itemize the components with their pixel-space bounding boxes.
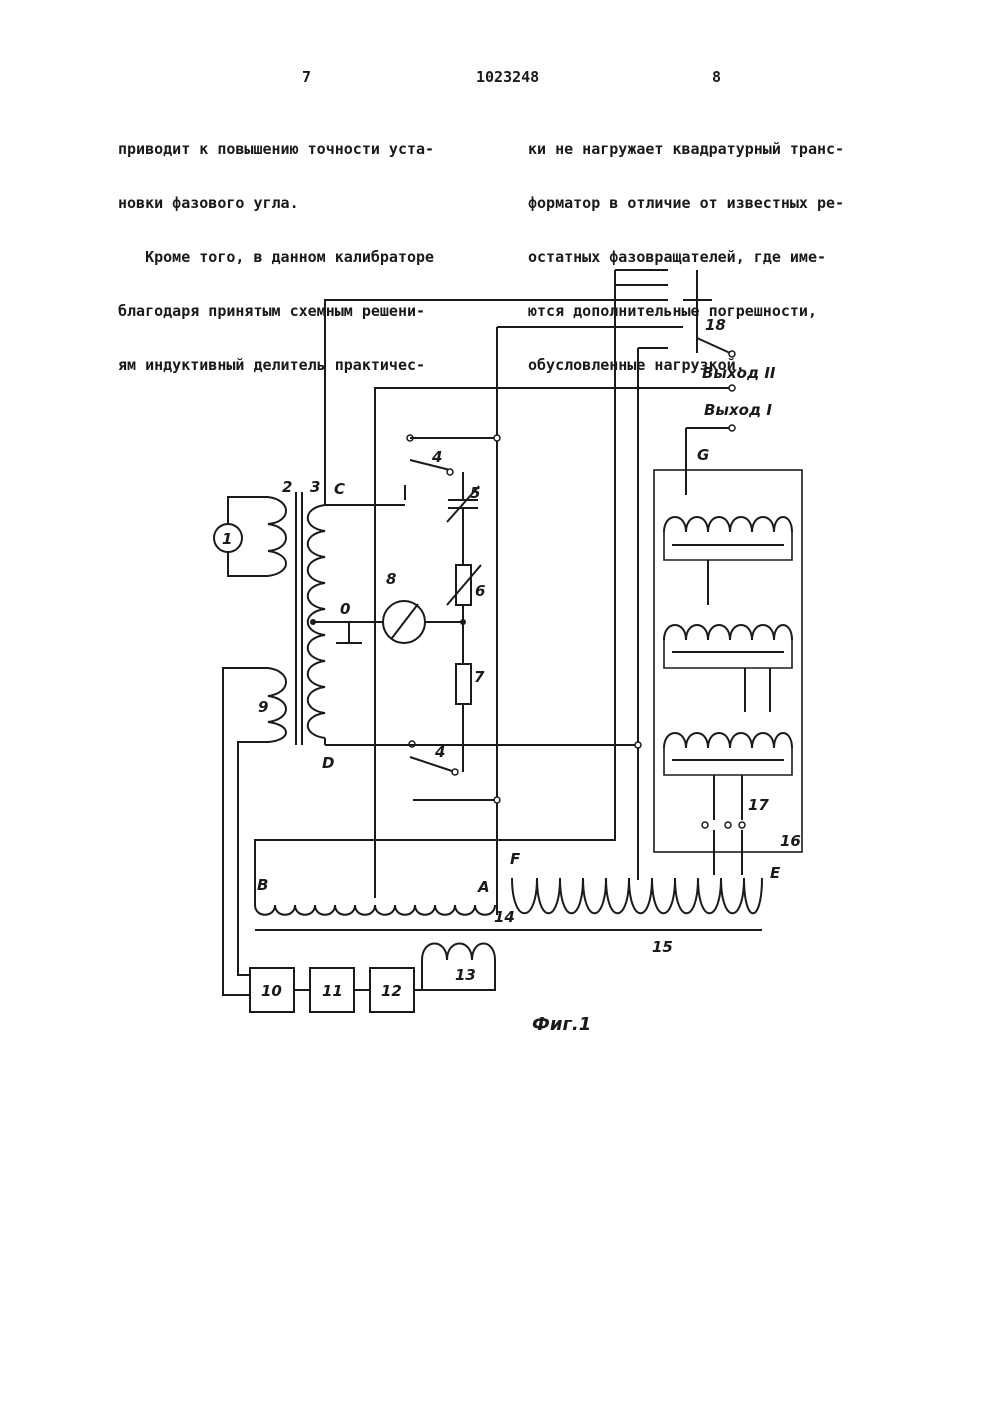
label-C: C <box>334 480 345 498</box>
wire-18-out <box>697 338 730 353</box>
label-15: 15 <box>652 938 673 956</box>
switch-4-lower-arm <box>410 757 455 772</box>
label-D: D <box>322 754 334 772</box>
label-16: 16 <box>780 832 801 850</box>
label-7: 7 <box>474 668 485 686</box>
label-6: 6 <box>475 582 485 600</box>
divider-stage-2 <box>664 625 792 652</box>
block-16 <box>654 470 802 852</box>
label-3: 3 <box>310 478 320 496</box>
label-G: G <box>697 446 709 464</box>
wire-F-tap <box>638 348 668 880</box>
label-2: 2 <box>282 478 292 496</box>
label-13: 13 <box>455 966 476 984</box>
label-out2: Выход II <box>702 364 776 382</box>
label-10: 10 <box>261 982 282 1000</box>
label-4a: 4 <box>431 448 442 466</box>
label-11: 11 <box>322 982 343 1000</box>
figure-caption: Фиг.1 <box>532 1014 591 1035</box>
label-0: 0 <box>340 600 350 618</box>
wire-9-to-10-b <box>238 742 268 975</box>
chain-wires <box>294 960 422 990</box>
ground-0 <box>313 622 362 643</box>
switch-4-upper-arm <box>410 460 450 470</box>
label-5: 5 <box>470 484 480 502</box>
wire-9-to-10 <box>223 668 268 995</box>
generator-wires <box>228 497 268 576</box>
winding-FE <box>512 878 762 913</box>
divider-stage-1 <box>664 517 792 545</box>
label-A: A <box>477 878 490 896</box>
divider-stage-3 <box>664 733 792 760</box>
label-B: B <box>257 876 268 894</box>
resistor-7 <box>456 664 471 704</box>
label-9: 9 <box>258 698 268 716</box>
label-14: 14 <box>494 908 515 926</box>
winding-2 <box>268 497 286 576</box>
winding-9 <box>268 668 286 742</box>
label-out1: Выход I <box>704 401 772 419</box>
label-E: E <box>770 864 781 882</box>
label-12: 12 <box>381 982 402 1000</box>
label-18: 18 <box>705 316 726 334</box>
label-8: 8 <box>386 570 396 588</box>
label-1: 1 <box>222 530 232 548</box>
wire-B <box>255 270 615 905</box>
meter-needle <box>392 604 418 638</box>
label-F: F <box>510 850 521 868</box>
divider-links <box>708 560 770 712</box>
label-17: 17 <box>748 796 769 814</box>
wire-out-top <box>615 270 668 285</box>
winding-14 <box>255 905 495 915</box>
label-4b: 4 <box>434 743 445 761</box>
